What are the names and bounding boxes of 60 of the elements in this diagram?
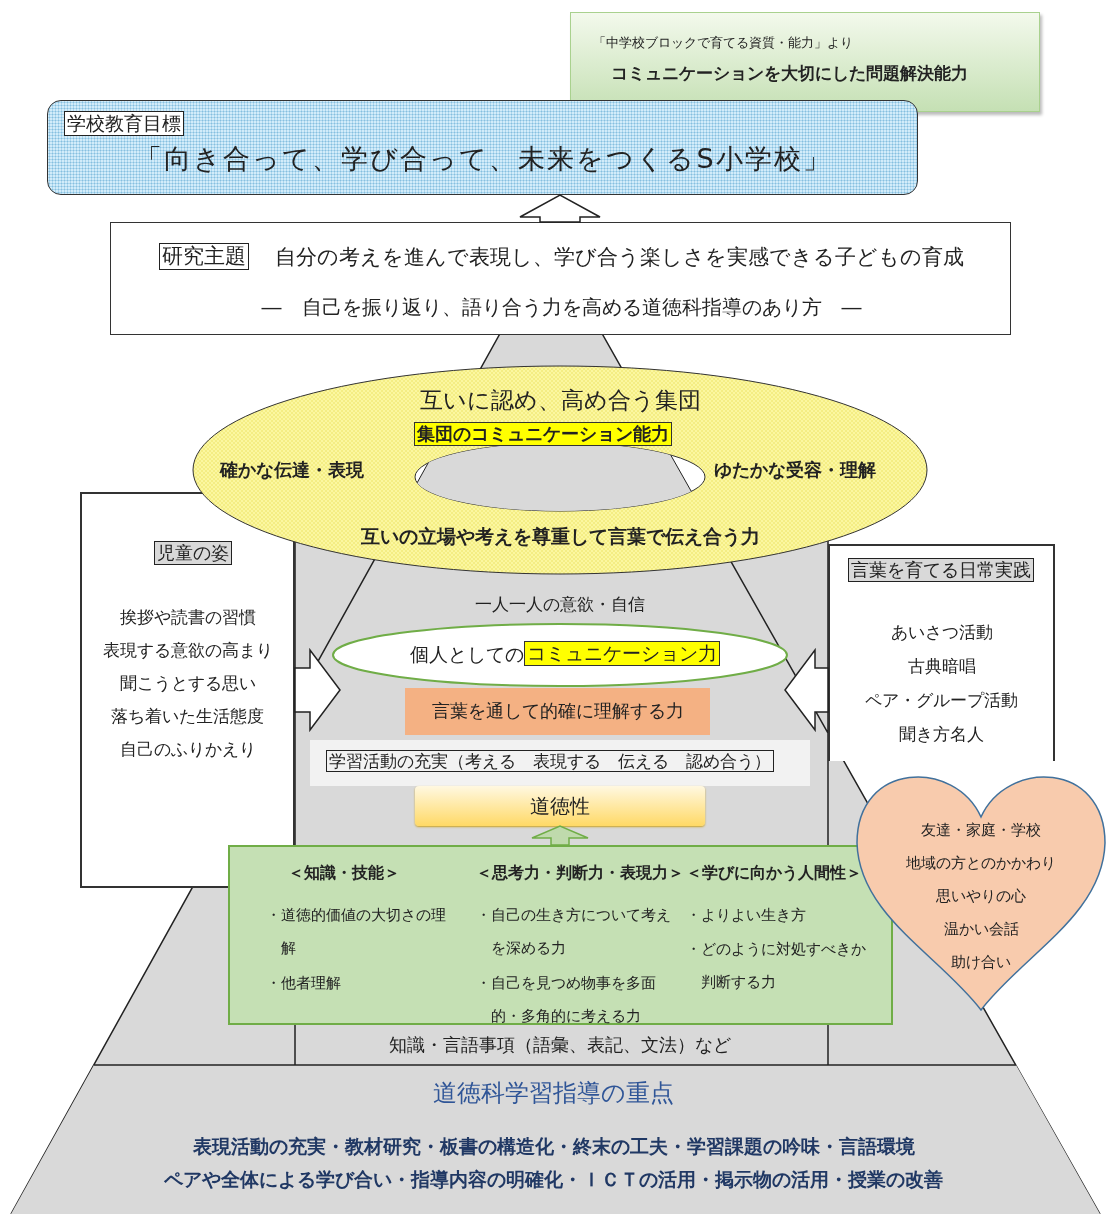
list-item: 助け合い — [950, 953, 1012, 971]
list-item: ・自己の生き方について考えを深める力 — [476, 905, 672, 959]
list-item: 友達・家庭・学校 — [920, 821, 1042, 839]
list-item: 思いやりの心 — [935, 887, 1027, 905]
focus-text: ペアや全体による学び合い・指導内容の明確化・ＩＣＴの活用・掲示物の活用・授業の改善 — [163, 1168, 944, 1191]
list-item: 地域の方とのかかわり — [905, 854, 1057, 872]
goal-box — [47, 100, 918, 195]
heading: 児童の姿 — [154, 541, 232, 565]
list-item: ・道徳的価値の大切さの理解 — [266, 905, 447, 959]
list-item: ・よりよい生き方 — [686, 905, 807, 926]
pyramid-text: 知識・言語事項（語彙、表記、文法）など — [388, 1034, 732, 1056]
pyramid-text: 一人一人の意欲・自信 — [474, 594, 646, 615]
heading: 学校教育目標 — [64, 111, 184, 136]
callout-text: コミュニケーションを大切にした問題解決能力 — [611, 63, 968, 84]
list-item: 落ち着いた生活態度 — [110, 706, 265, 727]
list-item: ・他者理解 — [266, 973, 342, 994]
highlighted-text: コミュニケーション力 — [524, 641, 720, 666]
block-arrow — [294, 647, 341, 733]
column-heading: ＜知識・技能＞ — [288, 863, 400, 883]
activity-band — [310, 740, 810, 786]
list-item: 古典暗唱 — [906, 656, 977, 677]
ellipse-text: ゆたかな受容・理解 — [714, 459, 876, 481]
activity-text: 学習活動の充実（考える 表現する 伝える 認め合う） — [326, 750, 774, 773]
ellipse-text: 個人としての — [410, 643, 524, 666]
callout-box — [570, 12, 1040, 112]
block-arrow — [531, 825, 589, 846]
section-title: 道徳科学習指導の重点 — [432, 1079, 675, 1108]
ellipse-text: 確かな伝達・表現 — [220, 459, 364, 481]
focus-text: 表現活動の充実・教材研究・板書の構造化・終末の工夫・学習課題の吟味・言語環境 — [191, 1135, 916, 1158]
list-item: ・どのように対処すべきか判断する力 — [686, 939, 867, 993]
individual-ellipse — [332, 623, 788, 687]
heading: 言葉を育てる日常実践 — [848, 558, 1034, 582]
morality-text: 道徳性 — [529, 794, 591, 818]
list-item: 自己のふりかえり — [118, 739, 257, 760]
side-panel — [828, 544, 1055, 761]
list-item: ・自己を見つめ物事を多面的・多角的に考える力 — [476, 973, 657, 1027]
list-item: 挨拶や読書の習慣 — [118, 607, 257, 628]
theme-box — [110, 222, 1011, 335]
column-heading: ＜学びに向かう人間性＞ — [686, 863, 862, 883]
list-item: 表現する意欲の高まり — [101, 640, 274, 661]
column-heading: ＜思考力・判断力・表現力＞ — [476, 863, 684, 883]
ellipse-text: 互いの立場や考えを尊重して言葉で伝え合う力 — [359, 525, 761, 548]
morality-box — [415, 786, 705, 826]
block-arrow — [784, 647, 829, 733]
list-item: 温かい会話 — [942, 920, 1020, 938]
competency-box — [228, 845, 893, 1025]
highlighted-text: 集団のコミュニケーション能力 — [414, 422, 672, 446]
theme-text: 自分の考えを進んで表現し、学び合う楽しさを実感できる子どもの育成 — [275, 245, 964, 271]
list-item: 聞こうとする思い — [118, 673, 257, 694]
heading: 研究主題 — [159, 243, 249, 271]
source-note: 「中学校ブロックで育てる資質・能力」より — [593, 35, 853, 51]
list-item: 聞き方名人 — [898, 724, 985, 745]
ability-box — [405, 688, 710, 735]
list-item: あいさつ活動 — [889, 622, 994, 643]
ability-text: 言葉を通して的確に理解する力 — [430, 700, 685, 722]
subtheme-text: ― 自己を振り返り、語り合う力を高める道徳科指導のあり方 ― — [260, 295, 863, 319]
group-title: 互いに認め、高め合う集団 — [418, 387, 702, 415]
goal-text: 「向き合って、学び合って、未来をつくるS小学校」 — [134, 143, 833, 176]
list-item: ペア・グループ活動 — [864, 690, 1019, 711]
block-arrow — [519, 194, 601, 223]
